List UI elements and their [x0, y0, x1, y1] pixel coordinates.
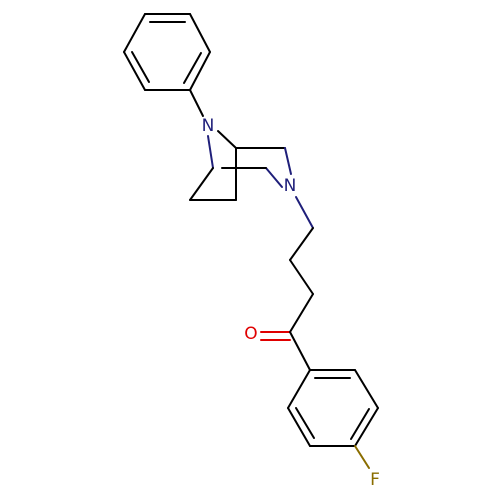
bond-double-inner [295, 407, 315, 439]
bond [354, 369, 379, 409]
fluorophenyl-ring [287, 369, 379, 447]
bond [354, 407, 379, 447]
phenyl-ring [123, 13, 211, 91]
bond [189, 51, 211, 91]
butanone-chain [260, 196, 314, 371]
bond [354, 445, 370, 469]
bond [289, 293, 314, 333]
bond [189, 167, 214, 201]
atom-label-nitrogen-ring: N [284, 176, 297, 196]
bond-double-inner [131, 51, 150, 83]
bond [123, 51, 146, 91]
bond [207, 135, 214, 169]
bond [265, 167, 283, 188]
bond [289, 259, 314, 295]
bicyclic-core [189, 130, 292, 201]
bond [289, 227, 314, 261]
bond [287, 407, 311, 447]
bond-double-inner [350, 408, 370, 440]
bond [295, 196, 314, 229]
bond [289, 331, 311, 371]
bond [284, 147, 292, 175]
atom-label-oxygen: O [244, 324, 257, 344]
bond [189, 89, 204, 117]
bond [287, 369, 311, 409]
bond-double-inner [183, 52, 202, 84]
bond [123, 13, 146, 53]
atom-label-nitrogen-bridge: N [202, 116, 215, 136]
bond [189, 13, 211, 53]
bond [217, 130, 237, 149]
atom-label-fluorine: F [370, 470, 380, 490]
